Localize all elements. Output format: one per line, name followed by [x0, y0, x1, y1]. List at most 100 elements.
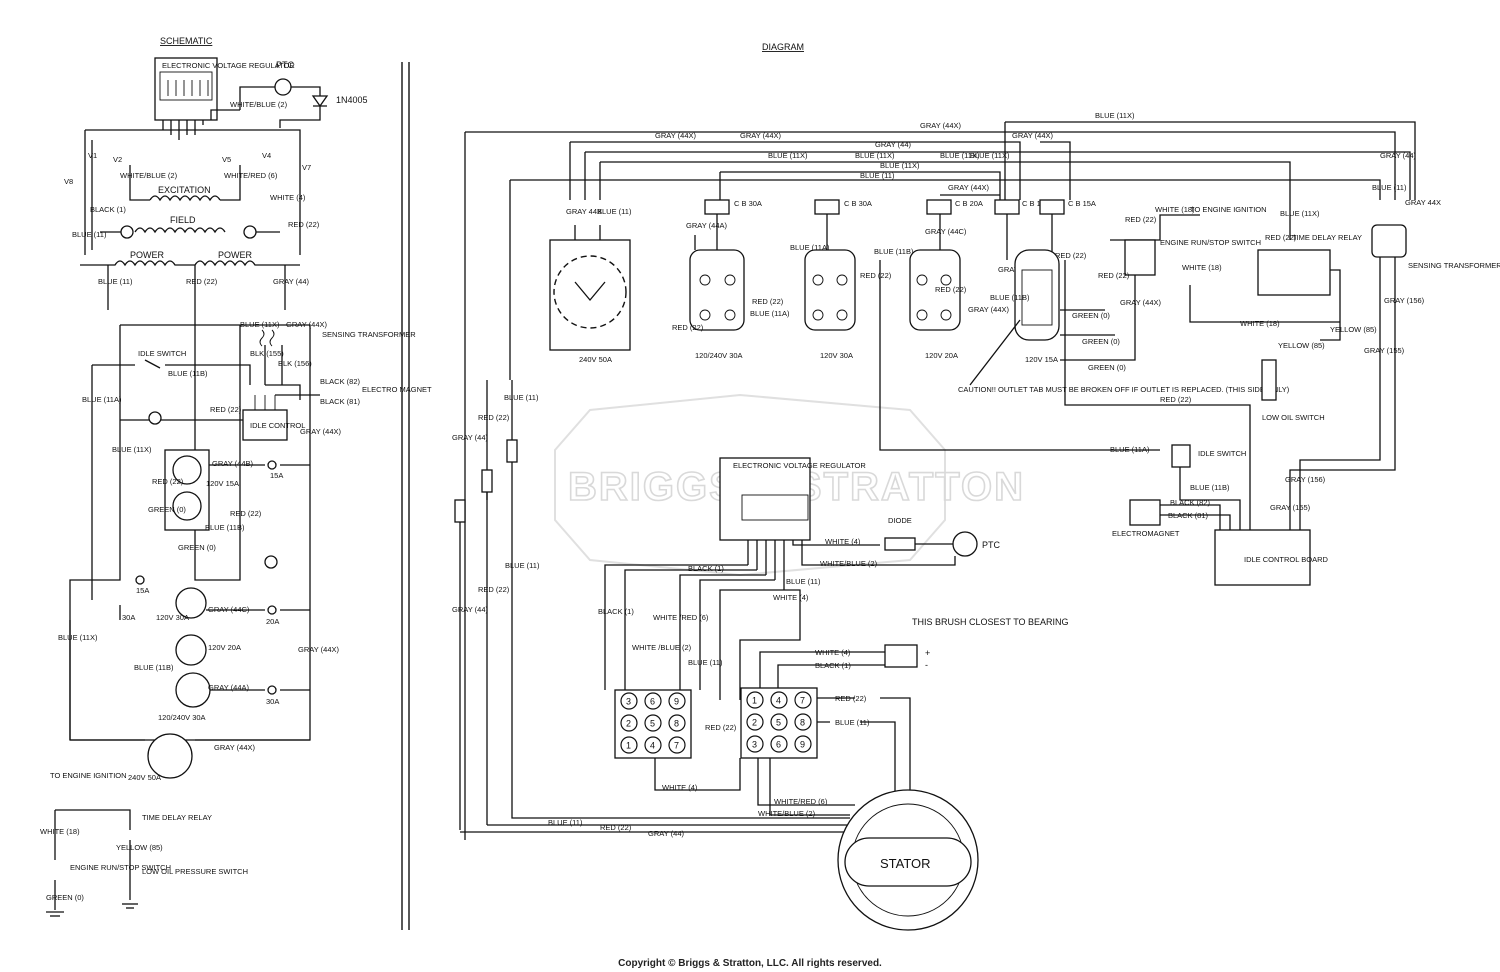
connector-pin-label: 8: [800, 718, 805, 728]
svg-text:+: +: [925, 648, 930, 658]
svg-text:GRAY 44X: GRAY 44X: [1405, 198, 1441, 207]
svg-text:ENGINE RUN/STOP SWITCH: ENGINE RUN/STOP SWITCH: [70, 863, 171, 872]
svg-text:RED (22): RED (22): [1098, 271, 1130, 280]
svg-text:GRAY (44X): GRAY (44X): [1012, 131, 1053, 140]
svg-text:WHITE (18): WHITE (18): [1155, 205, 1195, 214]
schematic-20a-outlet: [175, 634, 207, 666]
svg-text:GRAY (44X): GRAY (44X): [740, 131, 781, 140]
svg-text:240V 50A: 240V 50A: [128, 773, 161, 782]
svg-text:120V 30A: 120V 30A: [820, 351, 853, 360]
svg-text:GREEN (0): GREEN (0): [178, 543, 216, 552]
svg-text:BLUE (11): BLUE (11): [72, 230, 107, 239]
svg-text:GRAY (155): GRAY (155): [1270, 503, 1311, 512]
svg-text:RED (22): RED (22): [230, 509, 262, 518]
diagram: BLUE (11X) GRAY (44X) GRAY (44X) GRAY (4…: [452, 111, 1500, 931]
svg-text:WHITE/BLUE (2): WHITE/BLUE (2): [758, 809, 816, 818]
svg-text:120V 20A: 120V 20A: [208, 643, 241, 652]
svg-text:GRAY (44): GRAY (44): [452, 605, 488, 614]
svg-text:120V 20A: 120V 20A: [925, 351, 958, 360]
diagram-ptc: [952, 531, 978, 557]
connector-pin-label: 3: [626, 697, 631, 707]
svg-text:LOW OIL SWITCH: LOW OIL SWITCH: [1262, 413, 1325, 422]
svg-text:30A: 30A: [266, 697, 279, 706]
schematic-120-240-outlet: [175, 672, 211, 708]
svg-text:BLACK (82): BLACK (82): [320, 377, 361, 386]
svg-text:RED (22): RED (22): [860, 271, 892, 280]
svg-text:GRAY (44A): GRAY (44A): [686, 221, 727, 230]
svg-text:V8: V8: [64, 177, 73, 186]
svg-text:WHITE (18): WHITE (18): [1240, 319, 1280, 328]
svg-text:BLUE (11X): BLUE (11X): [768, 151, 808, 160]
svg-text:IDLE SWITCH: IDLE SWITCH: [138, 349, 186, 358]
diagram-electromagnet: [1129, 499, 1161, 526]
svg-text:BLK (155): BLK (155): [250, 349, 284, 358]
connector-pin-label: 6: [776, 740, 781, 750]
svg-text:GRAY (44): GRAY (44): [273, 277, 309, 286]
svg-text:GRAY (44): GRAY (44): [875, 140, 911, 149]
connector-pin-label: 7: [800, 696, 805, 706]
svg-text:20A: 20A: [266, 617, 279, 626]
diagram-240v-receptacle: [549, 239, 631, 351]
connector-pin-label: 4: [650, 741, 655, 751]
connector-pin: [644, 714, 662, 732]
schematic-power-left-label: POWER: [130, 250, 165, 260]
svg-text:GRAY (44X): GRAY (44X): [948, 183, 989, 192]
schematic-field-coil: [134, 227, 226, 234]
svg-text:RED (22): RED (22): [478, 585, 510, 594]
connector-pin-label: 4: [776, 696, 781, 706]
diagram-idle-switch: [1171, 444, 1191, 468]
diagram-sensing-transformer: [1371, 224, 1407, 258]
svg-text:YELLOW (85): YELLOW (85): [116, 843, 163, 852]
svg-text:ELECTRO MAGNET: ELECTRO MAGNET: [362, 385, 432, 394]
connector-pin: [746, 691, 764, 709]
schematic-title: SCHEMATIC: [160, 36, 213, 46]
diagram-connector-gray: [454, 499, 466, 523]
svg-text:GRAY (44C): GRAY (44C): [925, 227, 967, 236]
connector-pin: [770, 713, 788, 731]
svg-text:TIME DELAY RELAY: TIME DELAY RELAY: [142, 813, 212, 822]
connector-pin-label: 2: [626, 719, 631, 729]
svg-text:WHITE (18): WHITE (18): [1182, 263, 1222, 272]
diagram-cb-30a-1: [704, 199, 730, 215]
svg-text:GRAY (44X): GRAY (44X): [920, 121, 961, 130]
svg-text:RED (22): RED (22): [1125, 215, 1157, 224]
svg-text:RED (22): RED (22): [478, 413, 510, 422]
svg-text:GRAY (44A): GRAY (44A): [208, 683, 249, 692]
connector-pin-label: 1: [626, 741, 631, 751]
svg-text:SENSING TRANSFORMER: SENSING TRANSFORMER: [322, 330, 416, 339]
svg-text:120V 30A: 120V 30A: [156, 613, 189, 622]
svg-text:SENSING TRANSFORMER: SENSING TRANSFORMER: [1408, 261, 1500, 270]
svg-text:THIS BRUSH CLOSEST TO BEARING: THIS BRUSH CLOSEST TO BEARING: [912, 617, 1069, 627]
diagram-120v-15a-receptacle: [1014, 249, 1060, 341]
schematic-ptc: [274, 78, 292, 96]
svg-text:V1: V1: [88, 151, 97, 160]
connector-pin: [668, 692, 686, 710]
svg-text:BLUE (11X): BLUE (11X): [1280, 209, 1320, 218]
svg-text:BLACK (82): BLACK (82): [1170, 498, 1211, 507]
svg-text:V2: V2: [113, 155, 122, 164]
schematic-regulator-label: ELECTRONIC VOLTAGE REGULATOR: [162, 61, 295, 70]
connector-pin: [644, 736, 662, 754]
connector-pin-label: 8: [674, 719, 679, 729]
svg-text:TIME DELAY RELAY: TIME DELAY RELAY: [1292, 233, 1362, 242]
svg-text:RED (22): RED (22): [1265, 233, 1297, 242]
svg-text:BLUE (11): BLUE (11): [98, 277, 133, 286]
svg-text:RED (22): RED (22): [1055, 251, 1087, 260]
svg-text:RED (22): RED (22): [152, 477, 184, 486]
svg-text:BLUE (11X): BLUE (11X): [855, 151, 895, 160]
connector-pin: [668, 714, 686, 732]
svg-text:V5: V5: [222, 155, 231, 164]
schematic-wb2: WHITE/BLUE (2): [230, 100, 288, 109]
svg-text:BLUE (11): BLUE (11): [504, 393, 539, 402]
svg-text:RED (22): RED (22): [752, 297, 784, 306]
diagram-connector-blue: [506, 439, 518, 463]
svg-text:V4: V4: [262, 151, 271, 160]
connector-pin: [746, 713, 764, 731]
diagram-cb-15a-1: [994, 199, 1020, 215]
svg-text:BLUE (11A): BLUE (11A): [790, 243, 830, 252]
svg-text:BLUE (11): BLUE (11): [860, 171, 895, 180]
connector-pin: [794, 735, 812, 753]
svg-text:WHITE /RED (6): WHITE /RED (6): [653, 613, 709, 622]
svg-text:BLUE (11A): BLUE (11A): [1110, 445, 1150, 454]
svg-text:BLUE (11X): BLUE (11X): [970, 151, 1010, 160]
